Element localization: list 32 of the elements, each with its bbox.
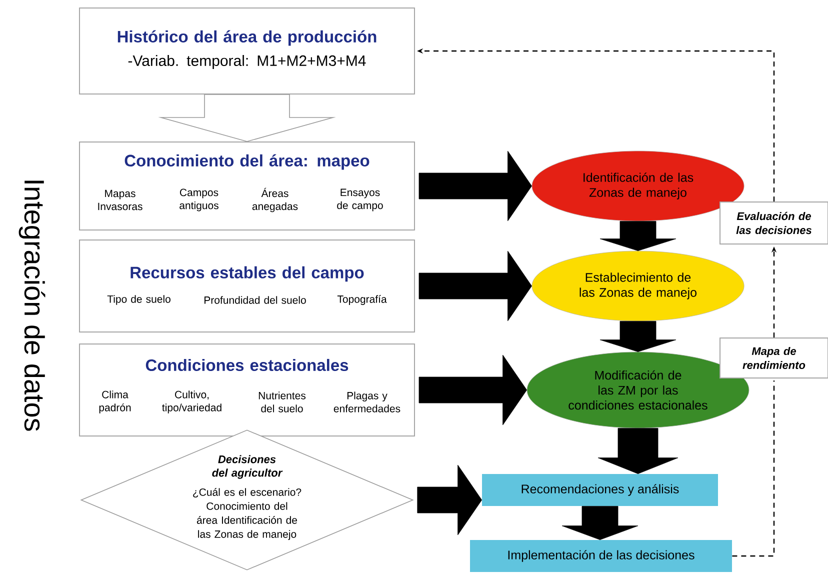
item-label: Cultivo, tipo/variedad xyxy=(162,390,222,414)
item-label: Campos antiguos xyxy=(180,188,218,212)
block-arrow xyxy=(600,321,676,352)
block-arrow xyxy=(417,464,482,536)
item-label: Ensayos de campo xyxy=(337,188,383,212)
box-heading: Histórico del área de producción xyxy=(118,30,376,46)
item-label: Topografía xyxy=(337,295,387,305)
note-box: Evaluación de las decisiones xyxy=(720,202,828,244)
item-label: Tipo de suelo xyxy=(107,295,170,305)
diamond-heading: Decisiones del agricultor xyxy=(212,455,283,479)
item-label: Áreas anegadas xyxy=(252,188,298,212)
side-title: Integración de datos xyxy=(18,180,46,431)
box-heading: Recursos estables del campo xyxy=(130,266,364,282)
block-arrow xyxy=(418,250,532,322)
item-label: Clima padrón xyxy=(99,390,131,414)
item-label: Nutrientes del suelo xyxy=(258,392,306,412)
diamond-text: ¿Cuál es el escenario? Conocimiento del área Identificación de las Zonas de manejo xyxy=(193,488,302,540)
item-label: Profundidad del suelo xyxy=(204,296,306,304)
box-heading: Conocimiento del área: mapeo xyxy=(124,154,370,170)
step-box: Recomendaciones y análisis xyxy=(482,474,718,506)
note-box: Mapa de rendimiento xyxy=(720,338,828,378)
block-arrow xyxy=(600,221,676,251)
step-box: Implementación de las decisiones xyxy=(470,540,732,572)
box-heading: Condiciones estacionales xyxy=(146,358,348,372)
block-arrow xyxy=(598,428,678,474)
item-label: Mapas Invasoras xyxy=(98,190,142,210)
block-arrow xyxy=(418,354,527,426)
block-arrow xyxy=(562,506,638,540)
hollow-arrow xyxy=(158,94,336,142)
box-subtitle: -Variab. temporal: M1+M2+M3+M4 xyxy=(128,55,366,69)
block-arrow xyxy=(418,150,532,222)
item-label: Plagas y enfermedades xyxy=(334,392,400,412)
